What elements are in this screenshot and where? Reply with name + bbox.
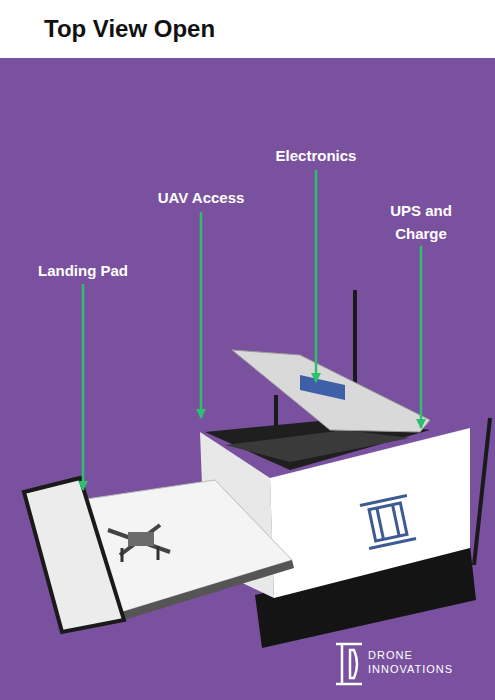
- icon-d: [350, 650, 357, 678]
- cabinet-front: [270, 428, 470, 598]
- drone-leg: [157, 546, 160, 560]
- callout-label: UPS and Charge: [381, 199, 461, 245]
- leader-line: [420, 246, 423, 428]
- logo-bar: [360, 495, 407, 505]
- callout-label: Landing Pad: [23, 262, 143, 280]
- leader-line: [82, 284, 85, 490]
- drone-body: [128, 532, 154, 546]
- electronics-module: [300, 375, 345, 400]
- landing-door: [24, 478, 124, 632]
- logo-bar: [392, 505, 399, 536]
- icon-bar: [336, 683, 362, 686]
- brand-icon: [336, 644, 362, 684]
- brand-name: DRONE INNOVATIONS: [368, 648, 472, 676]
- logo-square: [369, 503, 407, 541]
- background: [0, 58, 495, 700]
- leader-line: [200, 212, 203, 418]
- icon-bar: [336, 643, 362, 646]
- open-lid: [232, 350, 430, 432]
- antenna: [474, 418, 490, 565]
- leader-line: [315, 170, 318, 382]
- tray-edge: [122, 560, 294, 620]
- icon-bar: [341, 644, 344, 684]
- drone: [108, 525, 170, 562]
- logo-bar: [369, 539, 416, 549]
- drone-arm: [108, 530, 170, 552]
- page-title: Top View Open: [44, 15, 215, 43]
- drone-arm: [120, 525, 160, 555]
- header-band: [0, 0, 495, 58]
- drone-leg: [121, 548, 124, 562]
- callout-label: UAV Access: [141, 189, 261, 207]
- callout-label: Electronics: [256, 147, 376, 165]
- logo-bar: [377, 508, 384, 539]
- front-logo: [360, 495, 416, 548]
